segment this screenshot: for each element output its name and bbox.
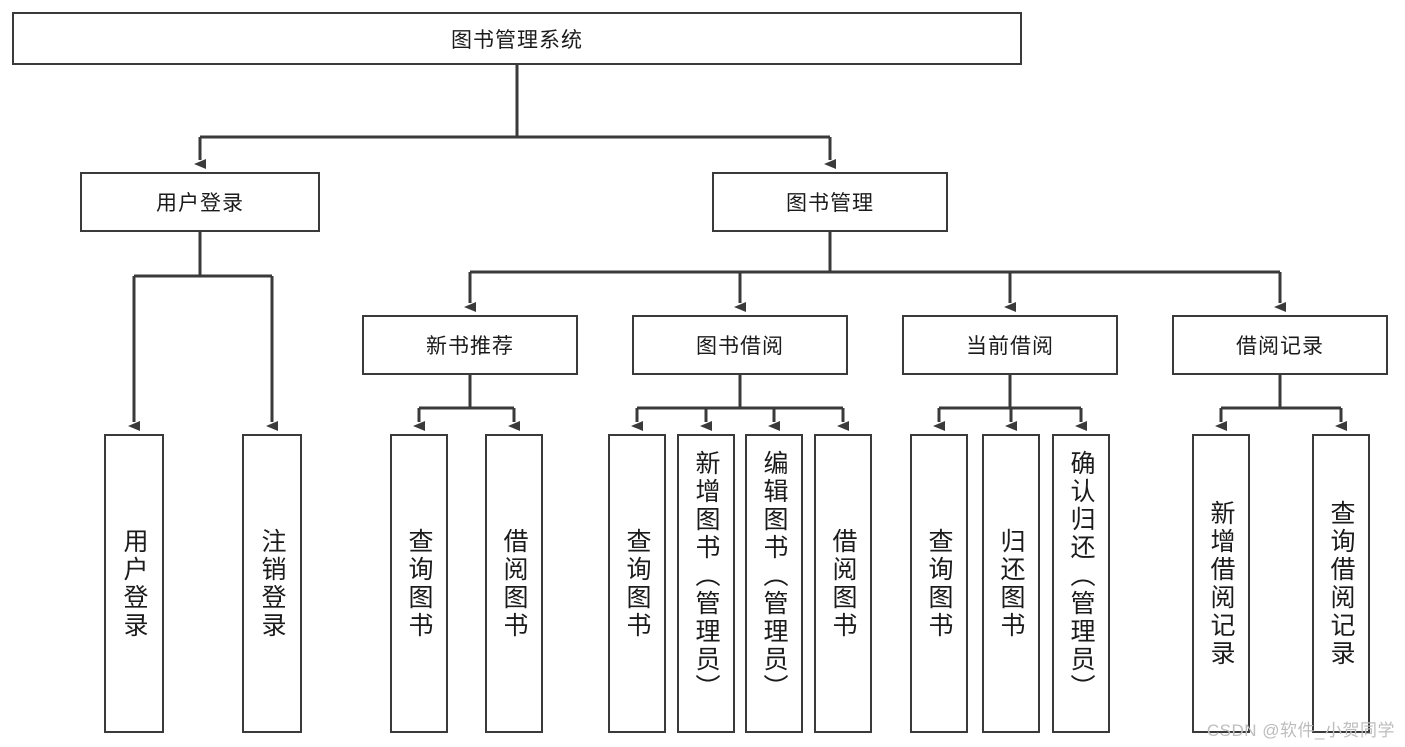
leaf-label: 查询图书 [623,527,651,640]
node-book-borrow[interactable]: 图书借阅 [632,315,848,375]
node-current-borrow-label: 当前借阅 [966,335,1054,358]
leaf-label: 查询图书 [925,527,953,640]
leaf-user-login[interactable]: 用户登录 [104,434,164,733]
leaf-borrow-book[interactable]: 借阅图书 [814,434,872,733]
leaf-query-book-current[interactable]: 查询图书 [910,434,968,733]
leaf-label: 新增图书（管理员） [692,450,720,702]
node-user-login[interactable]: 用户登录 [80,172,320,232]
leaf-query-book-borrow[interactable]: 查询图书 [608,434,666,733]
node-new-book-recommend-label: 新书推荐 [426,335,514,358]
node-root-label: 图书管理系统 [451,28,583,52]
leaf-label: 注销登录 [258,527,286,640]
leaf-return-book[interactable]: 归还图书 [982,434,1040,733]
leaf-label: 查询借阅记录 [1327,499,1355,668]
node-book-borrow-label: 图书借阅 [696,335,784,358]
leaf-label: 归还图书 [997,527,1025,640]
leaf-label: 查询图书 [405,527,433,640]
leaf-label: 借阅图书 [829,527,857,640]
leaf-edit-book-admin[interactable]: 编辑图书（管理员） [745,434,803,733]
leaf-label: 用户登录 [120,527,148,640]
leaf-confirm-return-admin[interactable]: 确认归还（管理员） [1052,434,1110,733]
leaf-label: 新增借阅记录 [1207,499,1235,668]
leaf-add-borrow-record[interactable]: 新增借阅记录 [1192,434,1250,733]
leaf-query-book-recommend[interactable]: 查询图书 [390,434,448,733]
leaf-add-book-admin[interactable]: 新增图书（管理员） [677,434,735,733]
node-book-management-label: 图书管理 [786,192,874,215]
node-borrow-record-label: 借阅记录 [1236,335,1324,358]
leaf-label: 借阅图书 [500,527,528,640]
node-root[interactable]: 图书管理系统 [12,12,1022,65]
leaf-label: 编辑图书（管理员） [760,450,788,702]
leaf-label: 确认归还（管理员） [1067,450,1095,702]
node-user-login-label: 用户登录 [156,192,244,215]
leaf-borrow-book-recommend[interactable]: 借阅图书 [485,434,543,733]
node-current-borrow[interactable]: 当前借阅 [902,315,1118,375]
node-new-book-recommend[interactable]: 新书推荐 [362,315,578,375]
leaf-logout[interactable]: 注销登录 [242,434,302,733]
node-borrow-record[interactable]: 借阅记录 [1172,315,1388,375]
leaf-query-borrow-record[interactable]: 查询借阅记录 [1312,434,1370,733]
node-book-management[interactable]: 图书管理 [712,172,948,232]
